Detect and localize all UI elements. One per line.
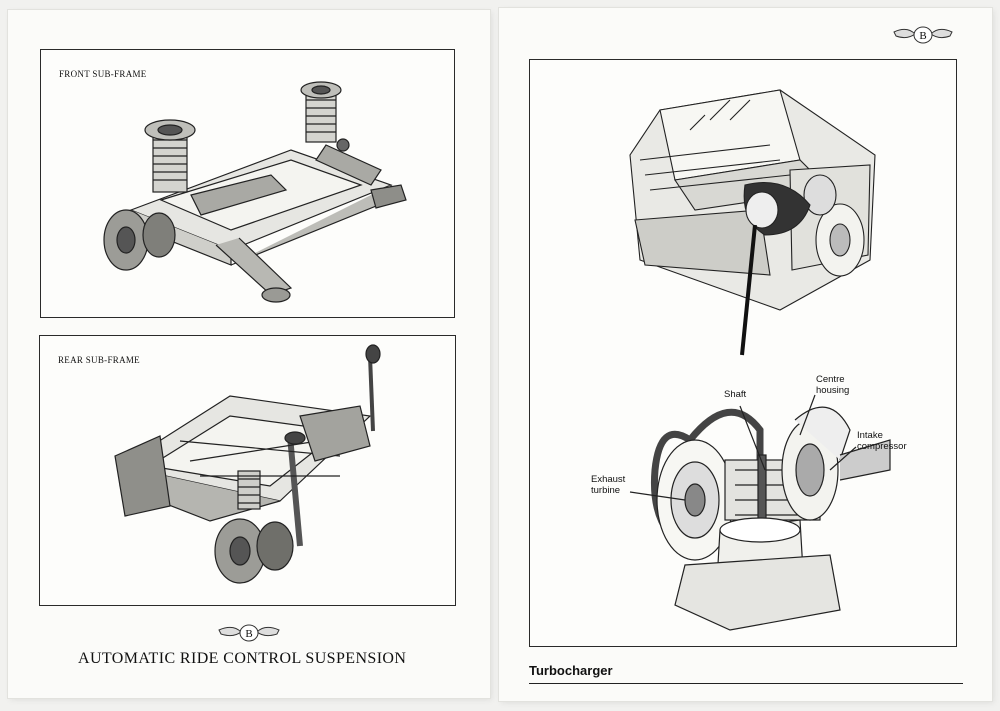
- rear-subframe-caption: REAR SUB-FRAME: [58, 355, 140, 365]
- turbocharger-title: Turbocharger: [529, 663, 613, 678]
- suspension-title: AUTOMATIC RIDE CONTROL SUSPENSION: [78, 650, 407, 667]
- rear-subframe-panel: REAR SUB-FRAME: [39, 335, 456, 606]
- logo-letter-right: B: [919, 30, 926, 42]
- front-subframe-panel: FRONT SUB-FRAME: [40, 49, 455, 318]
- front-subframe-caption: FRONT SUB-FRAME: [59, 69, 147, 79]
- right-page: B: [499, 8, 992, 701]
- label-centre-housing: Centre housing: [816, 374, 850, 396]
- bentley-logo-left: B: [218, 624, 280, 642]
- left-page: FRONT SUB-FRAME: [8, 10, 490, 698]
- logo-letter-left: B: [245, 628, 252, 640]
- label-exhaust-turbine: Exhaust turbine: [591, 474, 626, 496]
- front-subframe-illustration: [103, 81, 407, 303]
- rear-subframe-illustration: [114, 344, 381, 584]
- engine-illustration: [629, 89, 891, 631]
- label-shaft: Shaft: [724, 389, 747, 400]
- title-underline: [529, 683, 963, 684]
- bentley-logo-right: B: [893, 26, 953, 44]
- label-intake-compressor: Intake compressor: [857, 430, 907, 452]
- turbocharger-panel: Shaft Centre housing Intake compressor E…: [529, 59, 957, 647]
